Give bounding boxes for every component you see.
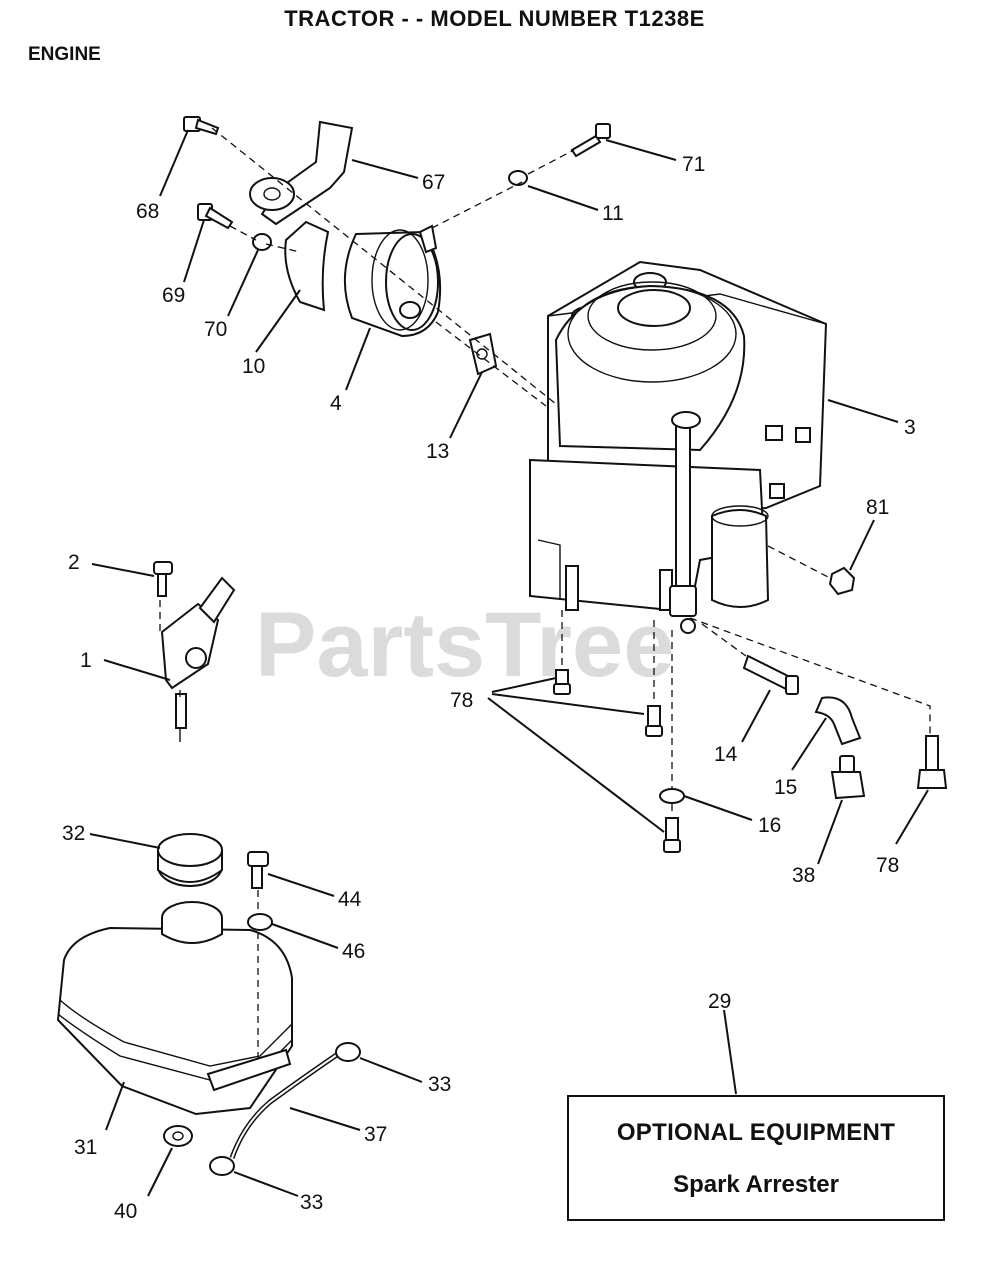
screw-78-right bbox=[916, 735, 948, 789]
lock-washer-11 bbox=[508, 170, 528, 186]
clamp-33-top bbox=[335, 1042, 361, 1062]
fuel-cap-32 bbox=[157, 833, 223, 887]
callout-29: 29 bbox=[708, 990, 731, 1013]
callout-70: 70 bbox=[204, 318, 227, 341]
screw-78-low bbox=[663, 817, 681, 853]
callout-13: 13 bbox=[426, 440, 449, 463]
optional-equipment-box: OPTIONAL EQUIPMENT Spark Arrester bbox=[567, 1095, 945, 1221]
nut-81 bbox=[828, 566, 856, 596]
bushing-40 bbox=[163, 1125, 193, 1147]
callout-78-right: 78 bbox=[876, 854, 899, 877]
callout-16: 16 bbox=[758, 814, 781, 837]
bolt-68 bbox=[183, 116, 220, 136]
heat-shield-10 bbox=[284, 220, 330, 312]
washer-46 bbox=[247, 913, 273, 931]
callout-71: 71 bbox=[682, 153, 705, 176]
bolt-71 bbox=[570, 123, 611, 158]
screw-78-left bbox=[553, 669, 571, 695]
callout-81: 81 bbox=[866, 496, 889, 519]
callout-69: 69 bbox=[162, 284, 185, 307]
callout-31: 31 bbox=[74, 1136, 97, 1159]
hose-fitting-14 bbox=[742, 654, 799, 695]
screw-2 bbox=[153, 561, 173, 597]
callout-1: 1 bbox=[80, 649, 92, 672]
callout-2: 2 bbox=[68, 551, 80, 574]
screw-44 bbox=[247, 851, 269, 889]
spark-arrester-label: Spark Arrester bbox=[673, 1171, 839, 1198]
callout-33-bottom: 33 bbox=[300, 1191, 323, 1214]
watermark: PartsTree bbox=[255, 594, 674, 696]
bolt-69 bbox=[197, 203, 234, 230]
callout-15: 15 bbox=[774, 776, 797, 799]
section-label: ENGINE bbox=[28, 44, 101, 65]
callout-14: 14 bbox=[714, 743, 738, 766]
callout-3: 3 bbox=[904, 416, 916, 439]
callout-4: 4 bbox=[330, 392, 342, 415]
washer-16 bbox=[659, 788, 685, 804]
callout-44: 44 bbox=[338, 888, 362, 911]
throttle-control-1 bbox=[160, 576, 236, 742]
clamp-33-bottom bbox=[209, 1156, 235, 1176]
callout-40: 40 bbox=[114, 1200, 137, 1223]
drain-plug-38 bbox=[830, 755, 866, 800]
muffler-bracket bbox=[249, 120, 354, 226]
screw-78-mid bbox=[645, 705, 663, 737]
callout-11: 11 bbox=[602, 202, 624, 225]
callout-68: 68 bbox=[136, 200, 159, 223]
callout-78-cluster: 78 bbox=[450, 689, 473, 712]
callout-46: 46 bbox=[342, 940, 365, 963]
callout-10: 10 bbox=[242, 355, 265, 378]
callout-38: 38 bbox=[792, 864, 815, 887]
callout-32: 32 bbox=[62, 822, 85, 845]
callout-33-top: 33 bbox=[428, 1073, 451, 1096]
elbow-15 bbox=[814, 696, 862, 746]
page-title: TRACTOR - - MODEL NUMBER T1238E bbox=[284, 6, 705, 31]
engine-3 bbox=[529, 260, 828, 634]
callout-67: 67 bbox=[422, 171, 445, 194]
muffler-4 bbox=[343, 224, 442, 338]
callout-37: 37 bbox=[364, 1123, 387, 1146]
gasket-13 bbox=[468, 332, 498, 376]
fuel-tank-31 bbox=[56, 901, 293, 1116]
optional-equipment-title: OPTIONAL EQUIPMENT bbox=[616, 1119, 896, 1146]
washer-70 bbox=[252, 233, 272, 251]
